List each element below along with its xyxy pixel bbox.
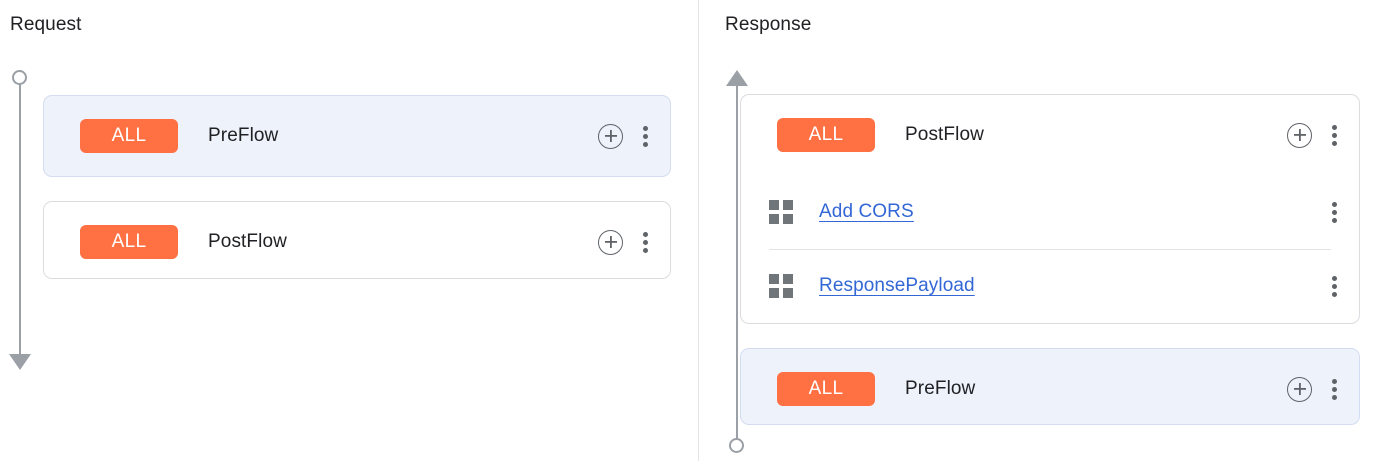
- kebab-menu-icon[interactable]: [643, 125, 648, 147]
- connector-line: [19, 84, 21, 354]
- policy-grid-icon: [769, 274, 793, 298]
- policy-row[interactable]: Add CORS: [741, 175, 1359, 249]
- response-panel: Response ALL PostFlow: [698, 0, 1393, 461]
- flow-header-row: ALL PostFlow: [741, 95, 1359, 175]
- row-actions: [598, 123, 648, 149]
- policy-actions: [1332, 201, 1337, 223]
- plus-circle-icon[interactable]: [598, 229, 623, 255]
- arrow-down-icon: [9, 354, 31, 370]
- kebab-menu-icon[interactable]: [1332, 378, 1337, 400]
- kebab-menu-icon[interactable]: [1332, 124, 1337, 146]
- flow-header-row: ALL PostFlow: [44, 202, 670, 282]
- response-flow-connector: [722, 70, 752, 453]
- flow-name-label: PreFlow: [208, 125, 279, 146]
- response-panel-title: Response: [725, 14, 812, 35]
- plus-circle-icon[interactable]: [1287, 122, 1312, 148]
- flow-name-label: PostFlow: [905, 124, 984, 145]
- flow-name-label: PreFlow: [905, 378, 976, 399]
- policy-actions: [1332, 275, 1337, 297]
- kebab-menu-icon[interactable]: [1332, 275, 1337, 297]
- request-postflow-card[interactable]: ALL PostFlow: [43, 201, 671, 279]
- policy-row[interactable]: ResponsePayload: [741, 249, 1359, 323]
- status-badge: ALL: [80, 119, 178, 153]
- status-badge: ALL: [80, 225, 178, 259]
- circle-node-icon: [729, 438, 744, 453]
- request-panel: Request ALL PreFlow ALL: [0, 0, 698, 461]
- request-flow-connector: [5, 70, 35, 370]
- plus-circle-icon[interactable]: [1287, 376, 1312, 402]
- status-badge: ALL: [777, 372, 875, 406]
- request-panel-title: Request: [10, 14, 82, 35]
- status-badge: ALL: [777, 118, 875, 152]
- arrow-up-icon: [726, 70, 748, 86]
- policy-link[interactable]: Add CORS: [819, 201, 914, 222]
- policy-link[interactable]: ResponsePayload: [819, 275, 975, 296]
- response-postflow-card[interactable]: ALL PostFlow Add CORS: [740, 94, 1360, 324]
- plus-circle-icon[interactable]: [598, 123, 623, 149]
- request-preflow-card[interactable]: ALL PreFlow: [43, 95, 671, 177]
- flow-header-row: ALL PreFlow: [44, 96, 670, 176]
- policy-grid-icon: [769, 200, 793, 224]
- response-preflow-card[interactable]: ALL PreFlow: [740, 348, 1360, 425]
- circle-node-icon: [12, 70, 27, 85]
- flow-header-row: ALL PreFlow: [741, 349, 1359, 429]
- flow-name-label: PostFlow: [208, 231, 287, 252]
- kebab-menu-icon[interactable]: [1332, 201, 1337, 223]
- row-actions: [1287, 376, 1337, 402]
- connector-line: [736, 85, 738, 440]
- row-actions: [1287, 122, 1337, 148]
- kebab-menu-icon[interactable]: [643, 231, 648, 253]
- row-actions: [598, 229, 648, 255]
